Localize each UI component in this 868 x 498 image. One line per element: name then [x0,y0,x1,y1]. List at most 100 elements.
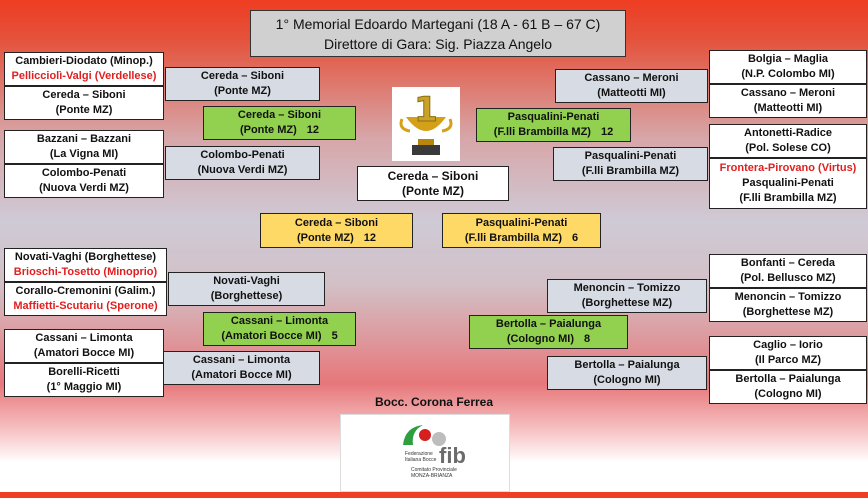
team-line: (Pol. Solese CO) [745,142,831,154]
right-r1-match-8: Bertolla – Paialunga (Cologno MI) [709,370,867,404]
trophy-image: 1 [392,87,460,161]
left-qf-match-2: Cassani – Limonta (Amatori Bocce MI) 5 [203,312,356,346]
team-line: Bolgia – Maglia [747,53,829,65]
team-line: Corallo-Cremonini (Galim.) [15,285,156,297]
team-line: Bonfanti – Cereda [740,257,836,269]
team-line: (Borghettese) [210,290,283,302]
left-r2-match-1: Cereda – Siboni (Ponte MZ) [165,67,320,101]
right-sf-match: Pasqualini-Penati (F.lli Brambilla MZ)6 [442,213,601,248]
tournament-title: 1° Memorial Edoardo Martegani (18 A - 61… [275,15,601,32]
team-line: (Nuova Verdi MZ) [39,182,129,194]
team-line: Menoncin – Tomizzo [734,291,842,303]
team-line: Cambieri-Diodato (Minop.) [15,55,153,67]
team-line: Cassani – Limonta [230,315,329,327]
score: 12 [306,124,320,136]
team-line: Bertolla – Paialunga [735,373,841,385]
right-r1-match-4: Frontera-Pirovano (Virtus) Pasqualini-Pe… [709,158,867,209]
team-line: Pellicciolì-Valgi (Verdellese) [11,70,157,82]
team-line: Novati-Vaghi (Borghettese) [14,251,157,263]
team-line: Brioschi-Tosetto (Minoprio) [13,266,158,278]
team-line: (Cologno MI) [593,374,661,386]
right-qf-match-2: Bertolla – Paialunga (Cologno MI) 8 [469,315,628,349]
left-r1-match-3: Bazzani – Bazzani (La Vigna MI) [4,130,164,164]
logo-text: fib [439,443,466,468]
right-r1-match-3: Antonetti-Radice (Pol. Solese CO) [709,124,867,158]
left-qf-match-1: Cereda – Siboni (Ponte MZ)12 [203,106,356,140]
team-line: (Cologno MI) [506,333,575,345]
team-line: Bazzani – Bazzani [36,133,132,145]
team-line: (Amatori Bocce MI) [221,330,322,342]
fib-logo-icon: fib Federazione Italiana Bocce Comitato … [403,425,466,479]
fib-logo: fib Federazione Italiana Bocce Comitato … [340,414,510,492]
trophy-number: 1 [414,90,438,130]
left-r2-match-4: Cassani – Limonta (Amatori Bocce MI) [163,351,320,385]
right-r1-match-6: Menoncin – Tomizzo (Borghettese MZ) [709,288,867,322]
right-r2-match-1: Cassano – Meroni (Matteotti MI) [555,69,708,103]
team-line: Antonetti-Radice [744,127,832,139]
team-line: (N.P. Colombo MI) [741,68,835,80]
team-line: Cassani – Limonta [35,332,133,344]
team-line: (F.lli Brambilla MZ) [739,192,837,204]
team-line: Bertolla – Paialunga [574,359,680,371]
team-line: Cassani – Limonta [192,354,291,366]
team-line: (La Vigna MI) [49,148,119,160]
team-line: (Nuova Verdi MZ) [197,164,288,176]
right-r2-match-3: Menoncin – Tomizzo (Borghettese MZ) [547,279,707,313]
right-r1-match-5: Bonfanti – Cereda (Pol. Bellusco MZ) [709,254,867,288]
team-line: Cassano – Meroni [740,87,836,99]
right-r2-match-4: Bertolla – Paialunga (Cologno MI) [547,356,707,390]
team-line: (Amatori Bocce MI) [191,369,292,381]
left-r1-match-4: Colombo-Penati (Nuova Verdi MZ) [4,164,164,198]
team-line: (F.lli Brambilla MZ) [493,126,591,138]
team-line: (Matteotti MI) [753,102,823,114]
left-r1-match-5: Novati-Vaghi (Borghettese) Brioschi-Tose… [4,248,167,282]
team-line: Menoncin – Tomizzo [573,282,681,294]
team-line: Borelli-Ricetti [48,366,120,378]
right-r2-match-2: Pasqualini-Penati (F.lli Brambilla MZ) [553,147,708,181]
team-line: (F.lli Brambilla MZ) [464,231,563,244]
team-line: (Matteotti MI) [597,87,666,99]
team-line: Caglio – Iorio [753,339,823,351]
team-line: Bertolla – Paialunga [495,318,602,330]
team-line: Cassano – Meroni [584,72,679,84]
score: 12 [363,231,377,244]
right-qf-match-1: Pasqualini-Penati (F.lli Brambilla MZ)12 [476,108,631,142]
logo-sub2: Italiana Bocce [405,457,437,463]
left-r1-match-1: Cambieri-Diodato (Minop.) Pellicciolì-Va… [4,52,164,86]
team-line: Cereda – Siboni [294,216,379,229]
team-line: Pasqualini-Penati [742,177,834,189]
team-line: Frontera-Pirovano (Virtus) [719,162,857,174]
left-r1-match-2: Cereda – Siboni (Ponte MZ) [4,86,164,120]
team-line: (Borghettese MZ) [742,306,834,318]
left-r1-match-7: Cassani – Limonta (Amatori Bocce MI) [4,329,164,363]
team-line: (Pol. Bellusco MZ) [740,272,836,284]
team-line: (Ponte MZ) [402,183,464,198]
left-r1-match-8: Borelli-Ricetti (1° Maggio MI) [4,363,164,397]
tournament-header: 1° Memorial Edoardo Martegani (18 A - 61… [250,10,626,57]
team-line: Maffietti-Scutariu (Sperone) [13,300,158,312]
organizer-name: Bocc. Corona Ferrea [374,395,494,409]
team-line: (1° Maggio MI) [46,381,122,393]
final-winner: Cereda – Siboni (Ponte MZ) [357,166,509,201]
team-line: Pasqualini-Penati [475,216,568,229]
left-r2-match-3: Novati-Vaghi (Borghettese) [168,272,325,306]
logo-sub1: Federazione [405,451,433,457]
team-line: Cereda – Siboni [42,89,126,101]
logo-sub3: Comitato Provinciale [411,467,457,473]
right-r1-match-7: Caglio – Iorio (Il Parco MZ) [709,336,867,370]
score: 12 [600,126,614,138]
team-line: (Il Parco MZ) [754,354,821,366]
team-line: (Ponte MZ) [55,104,113,116]
team-line: Cereda – Siboni [200,70,285,82]
right-r1-match-1: Bolgia – Maglia (N.P. Colombo MI) [709,50,867,84]
team-line: Novati-Vaghi [213,275,280,287]
score: 5 [331,330,338,342]
left-r2-match-2: Colombo-Penati (Nuova Verdi MZ) [165,146,320,180]
left-r1-match-6: Corallo-Cremonini (Galim.) Maffietti-Scu… [4,282,167,316]
score: 8 [584,333,591,345]
team-line: Cereda – Siboni [387,168,479,183]
team-line: (Ponte MZ) [296,231,354,244]
left-sf-match: Cereda – Siboni (Ponte MZ) 12 [260,213,413,248]
logo-sub4: MONZA-BRIANZA [411,473,453,479]
team-line: (Ponte MZ) [214,85,271,97]
